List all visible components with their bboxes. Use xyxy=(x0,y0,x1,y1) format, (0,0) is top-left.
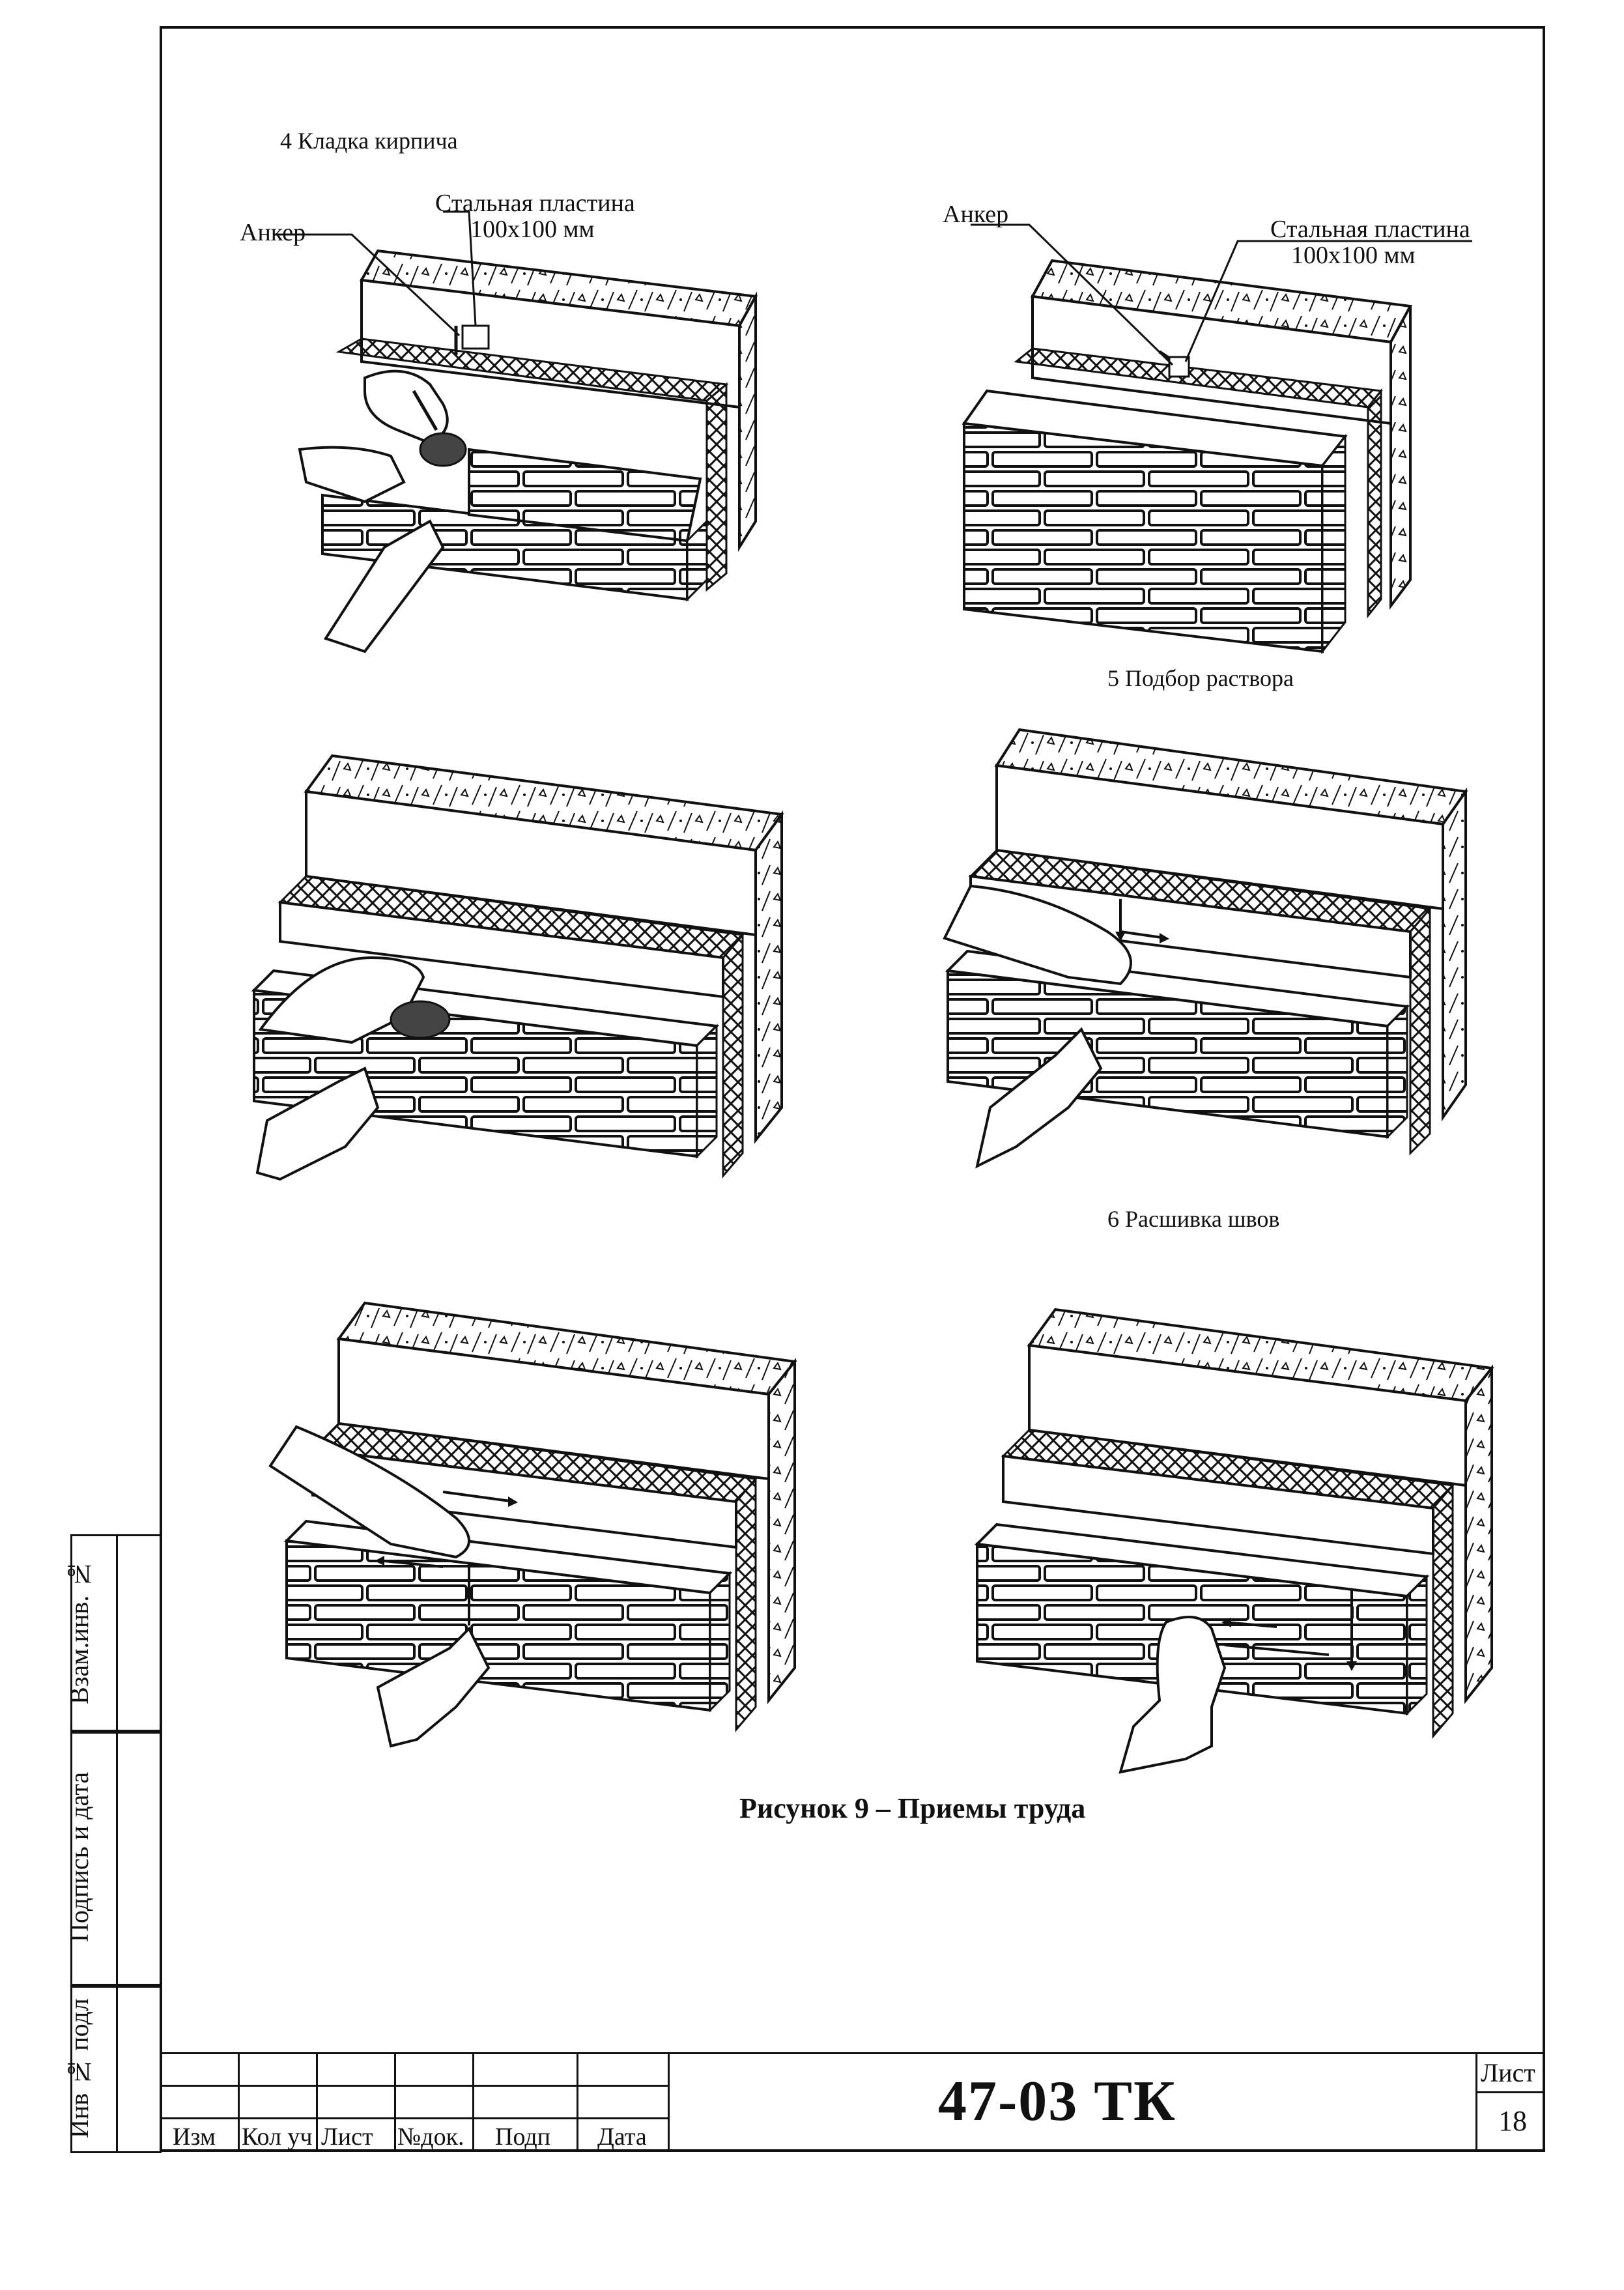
figure-title: Рисунок 9 – Приемы труда xyxy=(739,1792,1086,1824)
caption-step-4: 4 Кладка кирпича xyxy=(280,128,458,154)
tb-podp: Подп xyxy=(495,2123,551,2151)
plate-label-left-2: 100х100 мм xyxy=(470,216,595,243)
caption-step-6: 6 Расшивка швов xyxy=(1107,1206,1280,1232)
panel-2-drawing xyxy=(962,223,1472,655)
anchor-label-left: Анкер xyxy=(240,219,306,246)
plate-label-right-2: 100х100 мм xyxy=(1291,242,1416,269)
caption-step-5: 5 Подбор раствора xyxy=(1107,665,1294,691)
tb-kol-uch: Кол уч xyxy=(242,2123,313,2151)
anchor-label-right: Анкер xyxy=(943,201,1009,228)
panel-1-drawing xyxy=(274,210,758,653)
tb-data: Дата xyxy=(597,2123,647,2151)
side-stamp-row-line xyxy=(70,1730,162,1734)
panel-4-drawing xyxy=(943,728,1468,1169)
side-stamp-divider xyxy=(116,1534,162,2153)
sheet-number: 18 xyxy=(1498,2105,1527,2137)
title-block-row-line xyxy=(160,2117,668,2119)
sheet-label: Лист xyxy=(1481,2058,1535,2087)
side-stamp-row-line xyxy=(70,1984,162,1988)
document-code: 47-03 ТК xyxy=(938,2070,1176,2133)
panel-6-drawing xyxy=(974,1308,1494,1774)
title-block: Изм Кол уч Лист №док. Подп Дата 47-03 ТК… xyxy=(160,2052,1545,2152)
page-frame xyxy=(160,26,1545,2152)
title-block-row-line xyxy=(160,2085,668,2087)
side-stamp: Взам.инв. № Подпись и дата Инв № подл xyxy=(64,1534,162,2153)
plate-label-right-1: Стальная пластина xyxy=(1270,216,1470,243)
panel-3-drawing xyxy=(251,754,784,1181)
title-block-top-line xyxy=(160,2052,1545,2054)
sheet-cell-line xyxy=(1475,2091,1545,2093)
tb-ndok: №док. xyxy=(397,2123,464,2151)
tb-izm: Изм xyxy=(173,2123,216,2151)
panel-5-drawing xyxy=(268,1301,797,1748)
tb-list: Лист xyxy=(321,2123,373,2151)
